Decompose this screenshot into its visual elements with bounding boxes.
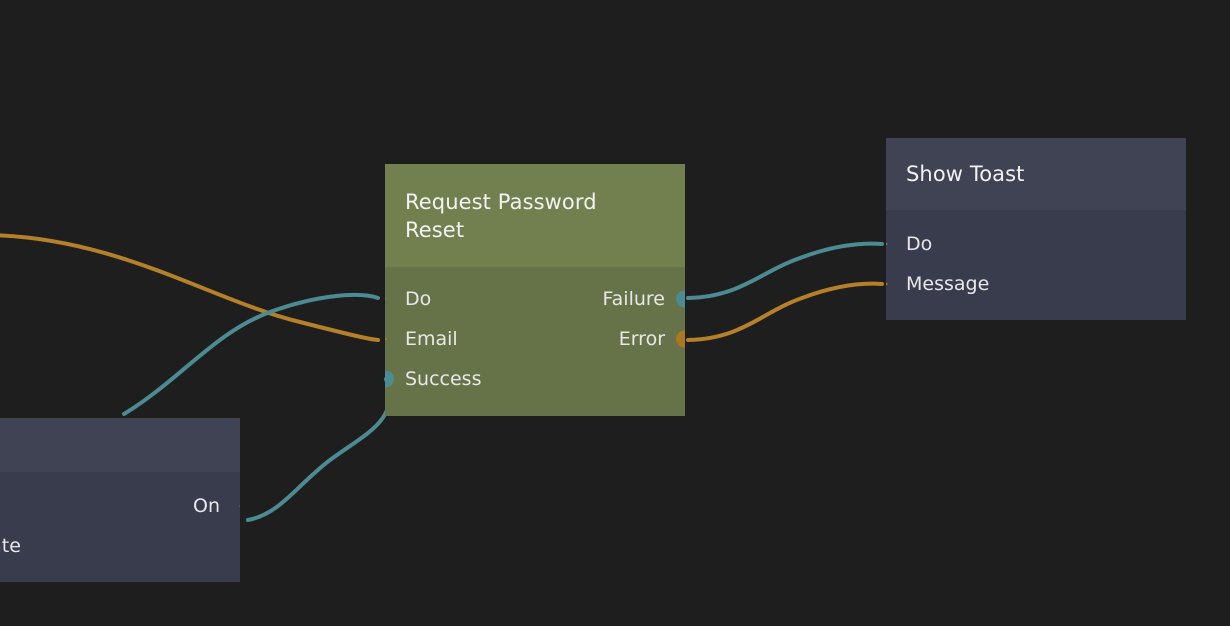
pin-row-success[interactable]: Success	[385, 359, 685, 399]
node-request-password-reset-title: Request Password Reset	[385, 164, 685, 267]
pin-label-on: On	[193, 495, 220, 517]
node-request-password-reset-body: Do Failure Email Error Success	[385, 267, 685, 416]
pin-label-failure: Failure	[602, 288, 665, 310]
pin-label-error: Error	[618, 328, 665, 350]
arrow-in-icon-do	[385, 290, 387, 308]
pin-label-success: Success	[405, 368, 482, 390]
output-dot-icon-error[interactable]	[676, 330, 685, 348]
arrow-in-icon-email	[385, 330, 387, 348]
node-show-toast[interactable]: Show Toast Do Message	[886, 138, 1186, 320]
pin-row-email-error[interactable]: Email Error	[385, 319, 685, 359]
pin-row-switch-current-state[interactable]: rent State	[0, 526, 240, 566]
arrow-in-icon-show-toast-do	[886, 235, 888, 253]
pin-label-show-toast-message: Message	[906, 273, 990, 295]
node-show-toast-body: Do Message	[886, 210, 1186, 320]
pin-row-do-failure[interactable]: Do Failure	[385, 279, 685, 319]
output-dot-icon-failure[interactable]	[676, 290, 685, 308]
pin-label-do: Do	[405, 288, 432, 310]
pin-label-show-toast-do: Do	[906, 233, 933, 255]
arrow-in-icon-switch-on	[239, 497, 240, 515]
pin-label-email: Email	[405, 328, 458, 350]
wire-incoming-email	[0, 233, 380, 342]
wire-failure-to-do	[686, 241, 884, 300]
arrow-in-icon-show-toast-message	[886, 275, 888, 293]
node-request-password-reset[interactable]: Request Password Reset Do Failure Email …	[385, 164, 685, 416]
wire-incoming-do	[122, 293, 380, 416]
node-switch-title: tch	[0, 418, 240, 472]
pin-row-show-toast-do[interactable]: Do	[886, 224, 1186, 264]
pin-row-switch-on[interactable]: On	[0, 486, 240, 526]
node-show-toast-title: Show Toast	[886, 138, 1186, 210]
wire-success-to-on	[246, 377, 392, 522]
node-switch-body: On rent State	[0, 472, 240, 582]
wire-error-to-message	[686, 281, 884, 342]
node-switch[interactable]: tch On rent State	[0, 418, 240, 582]
pin-label-current-state: rent State	[0, 535, 21, 557]
pin-row-show-toast-message[interactable]: Message	[886, 264, 1186, 304]
